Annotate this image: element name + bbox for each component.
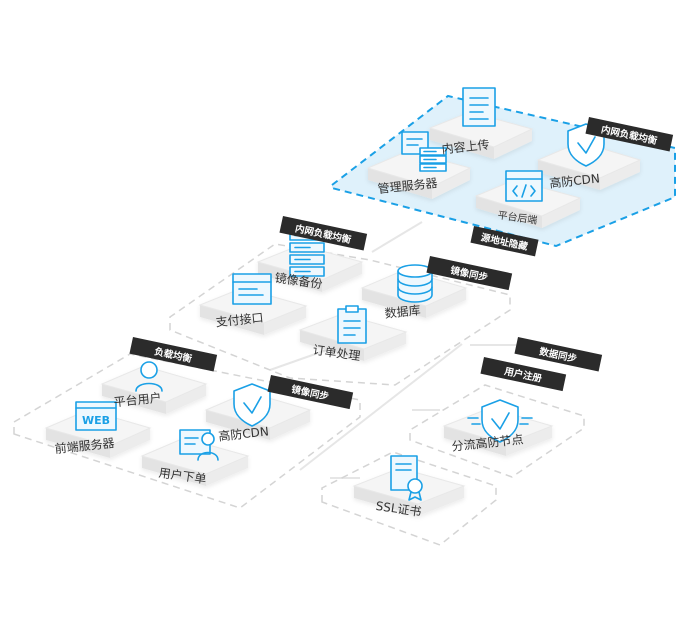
tag-user-reg: 用户注册: [480, 357, 567, 392]
node-label-platform-user: 平台用户: [113, 390, 162, 410]
zone-mid: [169, 243, 511, 386]
tag-mirror-1: 镜像同步: [426, 256, 513, 291]
node-label-database: 数据库: [384, 302, 421, 321]
node-label-cdn-low: 高防CDN: [218, 423, 270, 443]
node-label-user-order: 用户下单: [158, 465, 208, 487]
tile-user-order: [140, 437, 250, 486]
user-icon: [135, 361, 163, 392]
shield-split-icon: [467, 399, 533, 443]
shield-check-icon: [233, 383, 271, 427]
clipboard-icon: [337, 305, 367, 344]
zone-left: [13, 353, 361, 509]
server-window-icon: [401, 131, 447, 172]
zone-bottom: [321, 451, 497, 546]
node-label-ssl-cert: SSL证书: [375, 499, 422, 519]
web-monitor-icon: WEB: [75, 401, 117, 431]
window-icon: [232, 273, 272, 305]
connection-tags: 内网负载均衡 源地址隐藏 内网负载均衡 镜像同步 负载均衡 镜像同步 数据同步: [129, 116, 674, 410]
web-label: WEB: [82, 414, 110, 427]
node-tiles: [44, 111, 642, 516]
database-icon: [397, 264, 433, 303]
node-label-content-upload: 内容上传: [441, 137, 490, 157]
node-label-cdn-top: 高防CDN: [549, 170, 601, 190]
tile-content-upload: [428, 111, 534, 159]
document-icon: [462, 87, 496, 127]
code-window-icon: [505, 170, 543, 202]
tag-data-sync: 数据同步: [514, 337, 603, 372]
zone-right: [409, 384, 585, 478]
node-label-frontend: 前端服务器: [54, 435, 115, 456]
node-label-order: 订单处理: [312, 343, 361, 364]
user-card-icon: [179, 429, 219, 461]
node-label-mgmt-server: 管理服务器: [377, 175, 438, 196]
tile-mgmt-server: [366, 150, 472, 199]
node-label-payment: 支付接口: [215, 310, 264, 330]
node-label-mirror-backup: 镜像备份: [274, 270, 324, 292]
tag-mirror-2: 镜像同步: [267, 375, 354, 410]
certificate-icon: [390, 455, 423, 501]
tile-payment: [198, 287, 308, 335]
tag-lb: 负载均衡: [129, 337, 218, 372]
